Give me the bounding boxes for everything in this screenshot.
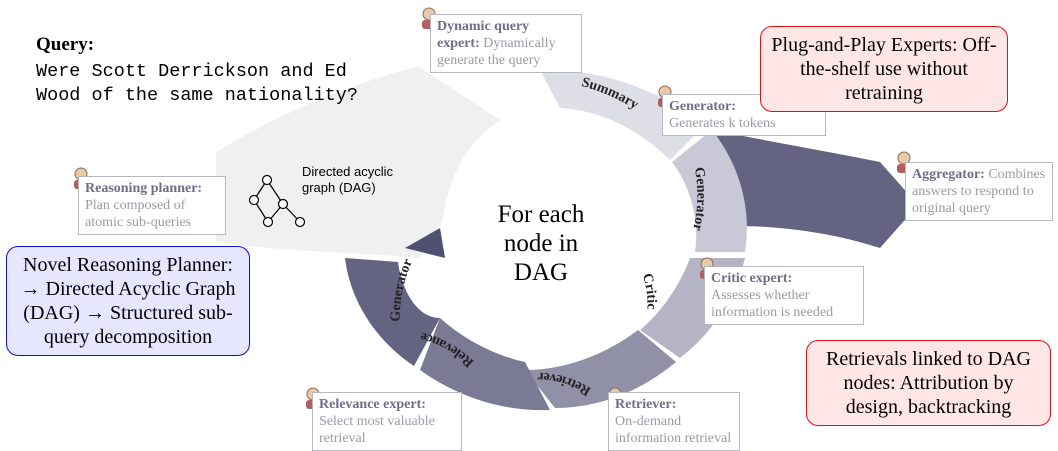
expert-dynamic-query-name: Dynamic query expert: [437,19,530,51]
callout-retrievals: Retrievals linked to DAG nodes: Attribut… [806,340,1051,426]
segment-small-wedge [405,228,445,258]
segment-retriever [525,330,676,408]
callout-novel-planner: Novel Reasoning Planner: → Directed Acyc… [6,246,250,356]
expert-generator: Generator: Generates k tokens [662,94,826,136]
expert-dynamic-query: Dynamic query expert: Dynamically genera… [430,14,582,73]
expert-retriever-desc: On-demand information retrieval [615,414,732,446]
segment-generator-left [345,258,440,366]
segment-label-generator-top: Generator [689,166,708,232]
query-label: Query: [36,34,95,55]
segment-label-critic: Critic [639,272,659,310]
input-sweep [216,66,500,258]
segment-relevance [420,318,550,411]
expert-aggregator-name: Aggregator: [912,167,985,182]
expert-retriever-name: Retriever: [615,397,677,412]
expert-relevance-desc: Select most valuable retrieval [319,414,435,446]
expert-critic: Critic expert: Assesses whether informat… [704,266,864,325]
expert-critic-desc: Assesses whether information is needed [711,288,834,320]
expert-reasoning-planner-name: Reasoning planner: [85,181,203,196]
segment-generator-top [672,130,747,252]
expert-relevance-name: Relevance expert: [319,397,426,412]
expert-reasoning-planner-desc: Plan composed of atomic sub-queries [85,198,192,230]
dag-graph-icon [248,174,306,228]
query-text: Were Scott Derrickson and Ed Wood of the… [36,61,358,106]
expert-dynamic-query-desc: Dynamically generate the query [437,36,556,68]
expert-aggregator-desc: Combines answers to respond to original … [912,167,1046,216]
expert-generator-name: Generator: [669,99,736,114]
output-sweep [715,130,918,248]
center-text: For each node in DAG [497,201,585,286]
expert-relevance: Relevance expert: Select most valuable r… [312,392,462,451]
center-circle [450,148,642,340]
expert-critic-name: Critic expert: [711,271,793,286]
segment-summary [540,69,705,160]
expert-reasoning-planner: Reasoning planner: Plan composed of atom… [78,176,226,235]
expert-generator-desc: Generates k tokens [669,116,776,131]
callout-plug-and-play: Plug-and-Play Experts: Off-the-shelf use… [760,26,1008,112]
expert-retriever: Retriever: On-demand information retriev… [608,392,740,451]
expert-aggregator: Aggregator: Combines answers to respond … [905,162,1053,221]
dag-label: Directed acyclic graph (DAG) [302,164,394,195]
